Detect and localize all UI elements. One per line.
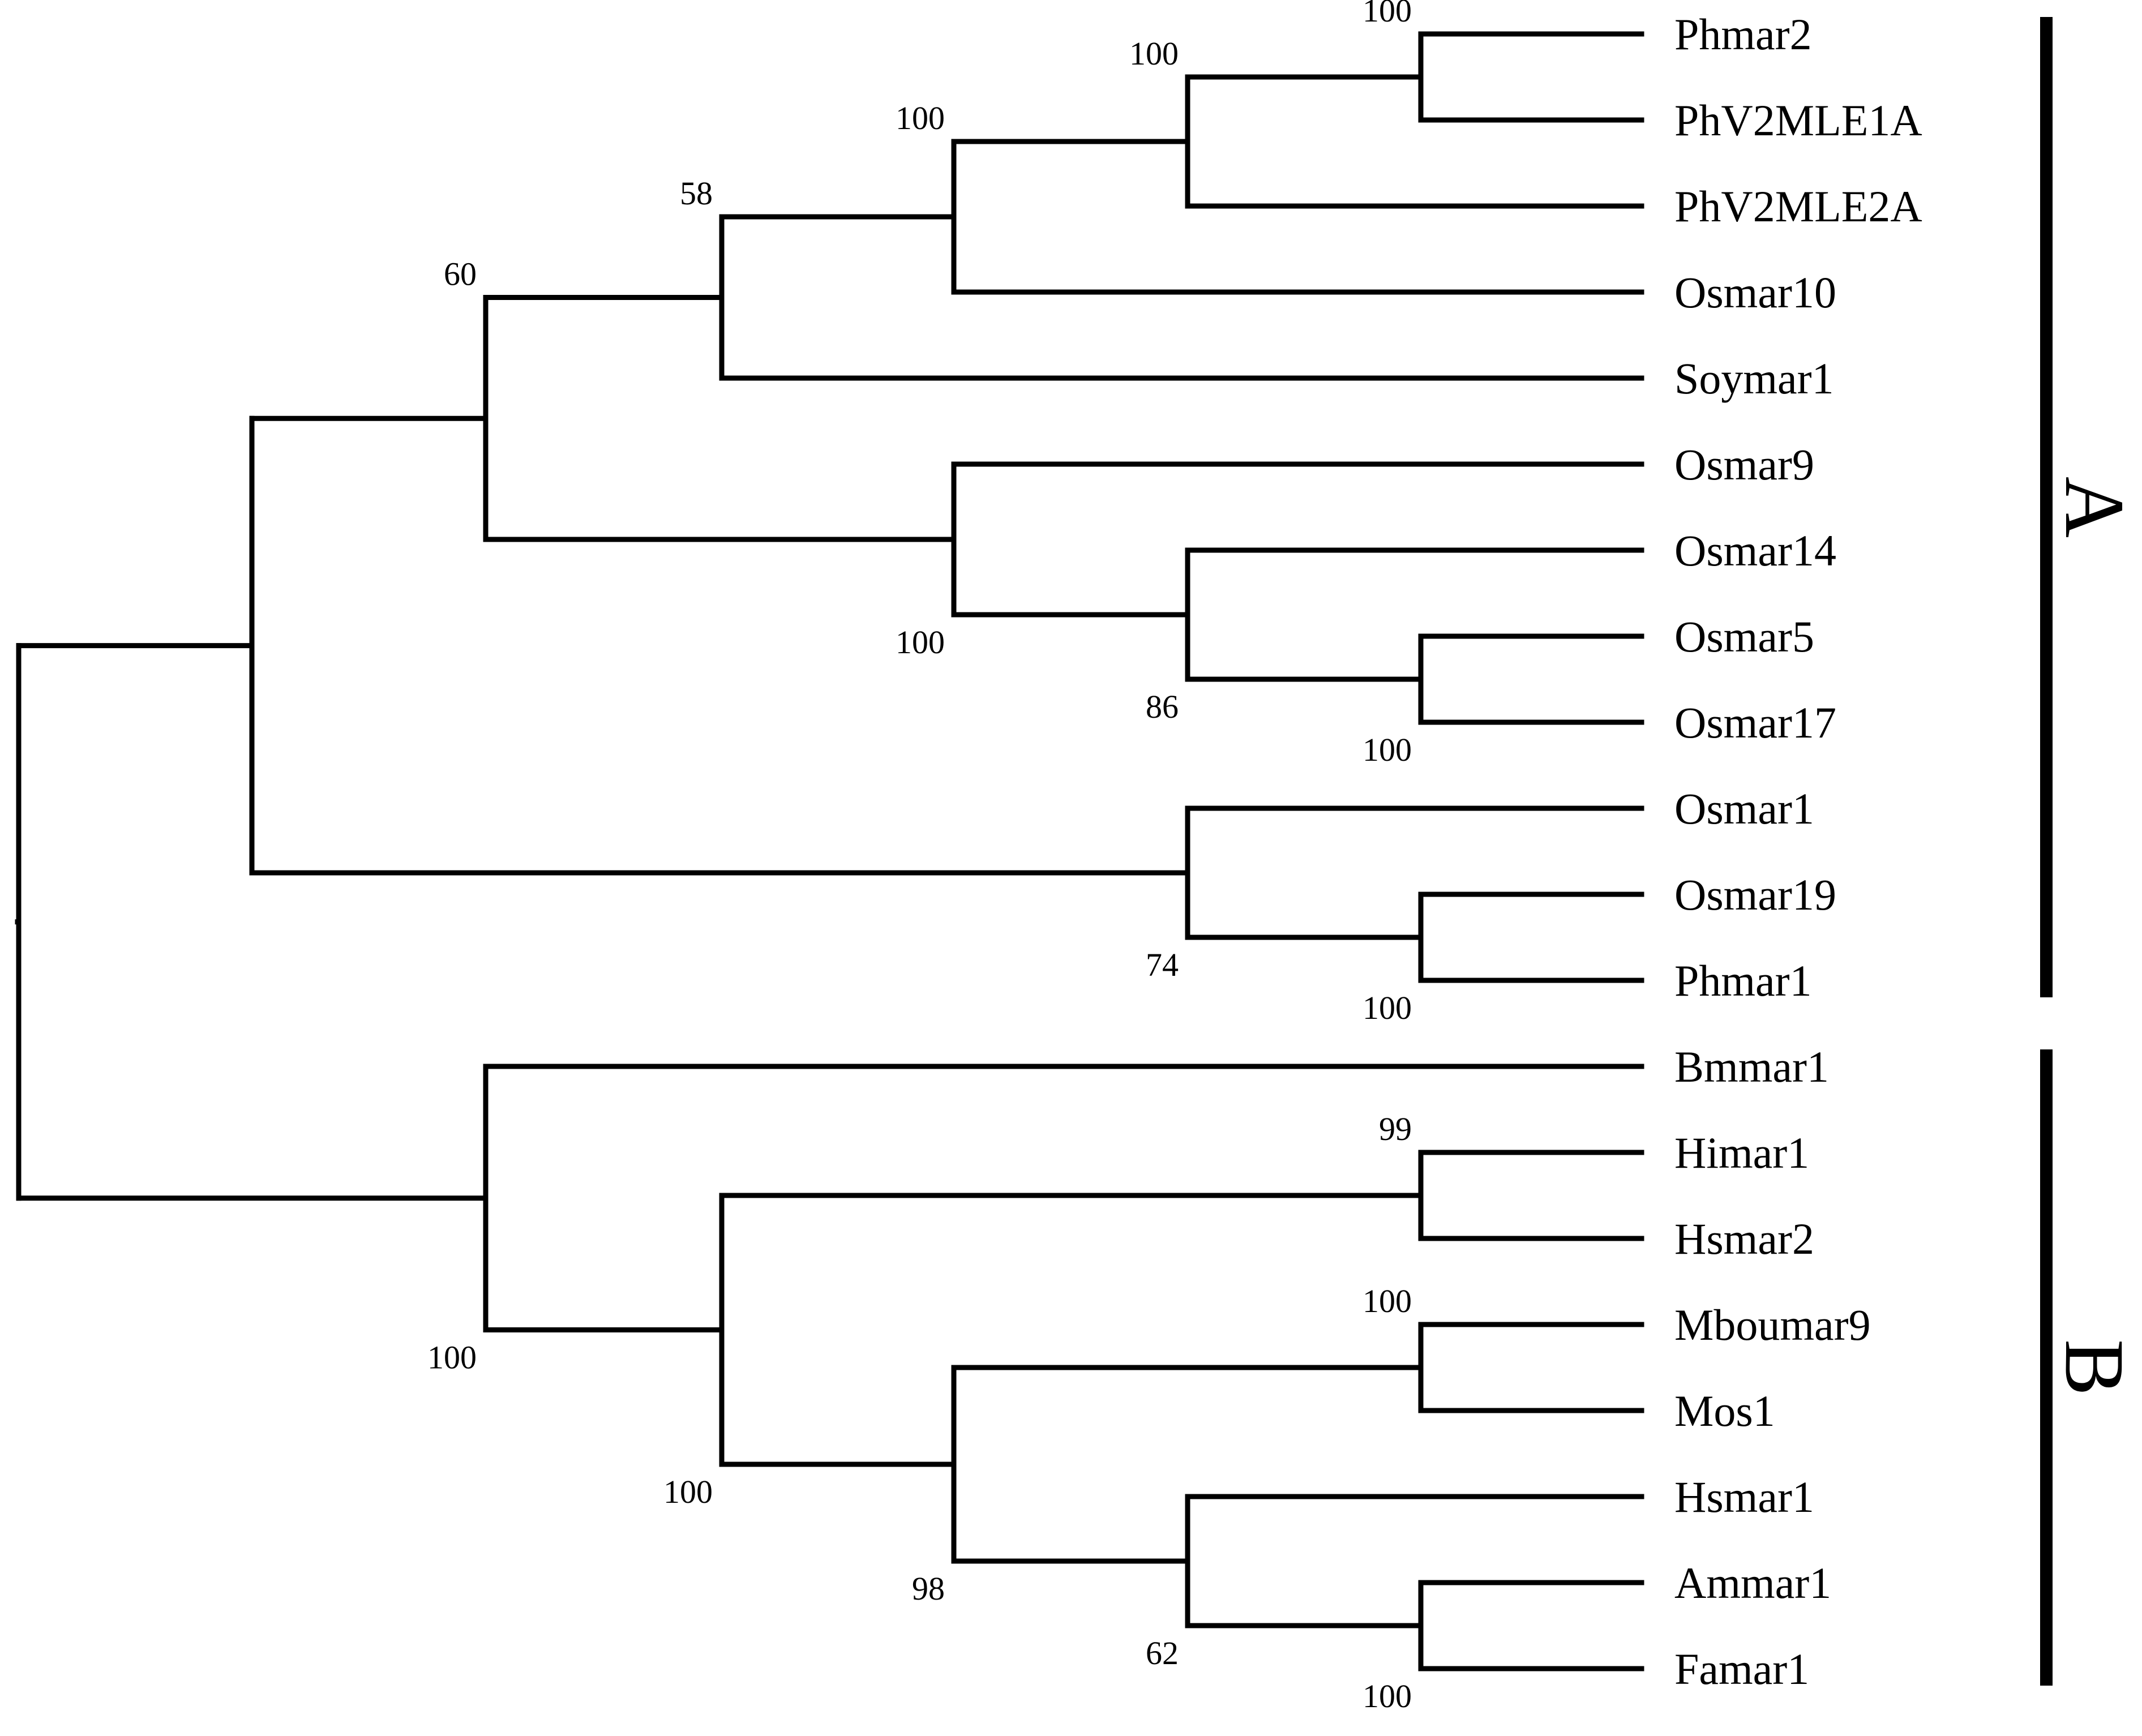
leaf-label-Mboumar9: Mboumar9 — [1674, 1300, 1871, 1349]
support-value-b3: 100 — [1363, 1678, 1412, 1714]
leaf-label-Himar1: Himar1 — [1674, 1128, 1809, 1177]
support-value-b4: 62 — [1146, 1635, 1179, 1671]
leaf-label-Phmar1: Phmar1 — [1674, 956, 1812, 1005]
leaf-label-Bmmar1: Bmmar1 — [1674, 1042, 1829, 1091]
leaf-label-Osmar17: Osmar17 — [1674, 698, 1836, 747]
support-value-a1: 100 — [1363, 0, 1412, 29]
leaf-label-Hsmar2: Hsmar2 — [1674, 1214, 1814, 1263]
support-value-b2: 100 — [1363, 1283, 1412, 1319]
clade-label-A: A — [2047, 477, 2141, 538]
leaf-label-Osmar14: Osmar14 — [1674, 526, 1836, 575]
support-value-a9: 100 — [1363, 989, 1412, 1026]
support-value-a7: 100 — [896, 624, 945, 661]
support-value-b7: 100 — [427, 1339, 477, 1376]
tree-branches — [15, 31, 1644, 1671]
leaf-label-Osmar5: Osmar5 — [1674, 612, 1814, 661]
leaf-label-Phmar2: Phmar2 — [1674, 10, 1812, 59]
clade-markers: AB — [2040, 17, 2141, 1686]
leaf-label-Famar1: Famar1 — [1674, 1644, 1809, 1694]
leaf-label-Osmar19: Osmar19 — [1674, 870, 1836, 919]
leaf-label-PhV2MLE2A: PhV2MLE2A — [1674, 182, 1922, 231]
support-values: 100 100 100 58 100 86 100 60 100 74 99 100 100 62 98 10… — [427, 0, 1412, 1714]
support-value-a6: 86 — [1146, 688, 1179, 725]
support-value-a5: 100 — [1363, 731, 1412, 768]
leaf-label-Soymar1: Soymar1 — [1674, 354, 1834, 403]
support-value-a2: 100 — [1129, 35, 1179, 72]
support-value-a10: 74 — [1146, 946, 1179, 983]
support-value-a3: 100 — [896, 100, 945, 136]
leaf-label-Mos1: Mos1 — [1674, 1386, 1775, 1435]
clade-label-B: B — [2047, 1339, 2141, 1396]
leaf-label-Osmar10: Osmar10 — [1674, 268, 1836, 317]
leaf-label-Hsmar1: Hsmar1 — [1674, 1472, 1814, 1521]
support-value-b1: 99 — [1379, 1111, 1412, 1147]
support-value-b5: 98 — [912, 1570, 945, 1607]
leaf-label-Osmar1: Osmar1 — [1674, 784, 1814, 833]
support-value-b6: 100 — [663, 1473, 713, 1510]
leaf-label-Ammar1: Ammar1 — [1674, 1558, 1831, 1608]
leaf-label-PhV2MLE1A: PhV2MLE1A — [1674, 96, 1922, 145]
leaf-label-Osmar9: Osmar9 — [1674, 440, 1814, 489]
support-value-a8: 60 — [444, 256, 477, 293]
support-value-a4: 58 — [680, 175, 713, 212]
